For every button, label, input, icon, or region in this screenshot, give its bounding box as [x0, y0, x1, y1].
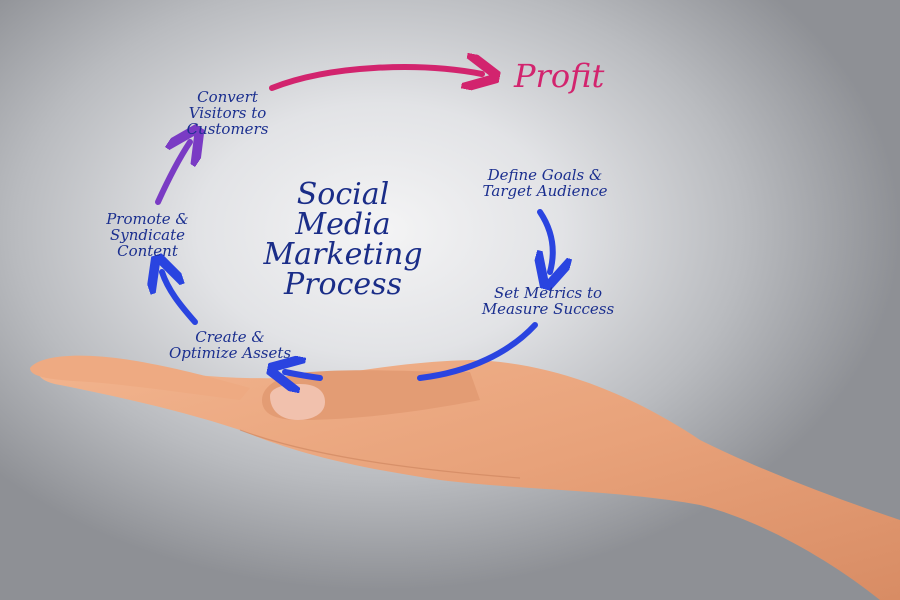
step-line: Optimize Assets [168, 343, 292, 362]
step-line: Visitors to [188, 103, 267, 122]
step-convert-visitors: Convert Visitors to Customers [160, 88, 295, 138]
title-line: Media [295, 207, 391, 242]
step-line: Convert [197, 88, 258, 106]
step-line: Content [117, 241, 178, 260]
diagram-title: Social Media Marketing Process [218, 180, 468, 300]
step-line: Set Metrics to [493, 284, 603, 302]
arrow-convert-to-profit [269, 67, 482, 88]
step-set-metrics: Set Metrics to Measure Success [448, 284, 648, 318]
arrow-define-to-metrics [540, 209, 553, 272]
arrow-promote-to-convert [155, 142, 190, 205]
title-line: Marketing [263, 237, 423, 272]
title-line: Social [296, 177, 390, 212]
step-create-optimize: Create & Optimize Assets [135, 328, 325, 362]
step-line: Promote & [106, 210, 189, 228]
outcome-profit: Profit [514, 57, 605, 95]
step-line: Syndicate [109, 225, 186, 244]
step-line: Create & [195, 328, 265, 346]
step-line: Customers [186, 119, 269, 138]
step-line: Define Goals & [487, 166, 603, 184]
step-line: Target Audience [482, 181, 608, 200]
arrow-into-create [285, 372, 323, 378]
step-promote-syndicate: Promote & Syndicate Content [80, 210, 215, 260]
arrow-metrics-to-create [417, 322, 538, 381]
title-line: Process [284, 267, 402, 302]
step-line: Measure Success [481, 299, 615, 318]
step-define-goals: Define Goals & Target Audience [440, 166, 650, 200]
arrow-create-to-promote [162, 272, 198, 325]
